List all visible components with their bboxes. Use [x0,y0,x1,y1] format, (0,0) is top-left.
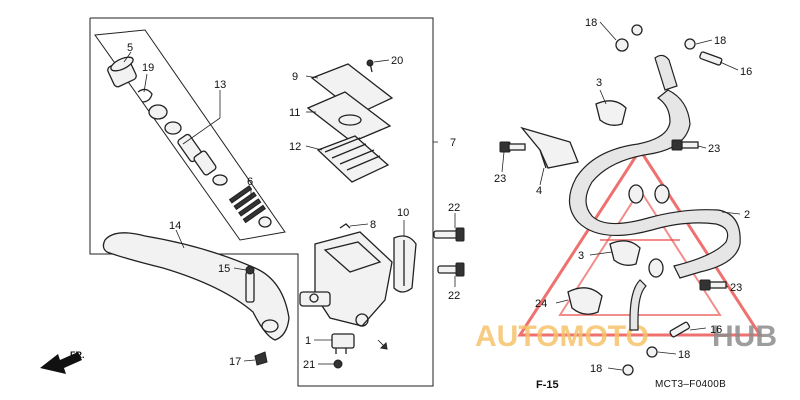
label-part-3-upper: 3 [596,77,602,89]
brake-lever [102,232,290,366]
label-part-13: 13 [214,79,226,91]
diagram-code: MCT3–F0400B [655,379,726,390]
section-reference: F-15 [536,379,559,391]
label-part-20: 20 [391,55,403,67]
label-part-12: 12 [289,141,301,153]
master-cylinder-frame [89,17,434,387]
label-part-18-top: 18 [585,17,597,29]
label-part-18-bottom: 18 [590,363,602,375]
label-part-18-lower-right: 18 [678,349,690,361]
label-part-23-lower: 23 [730,282,742,294]
label-part-5: 5 [127,42,133,54]
front-marker-label: FR. [70,350,85,360]
hose-clips [520,100,641,315]
label-part-9: 9 [292,71,298,83]
label-part-4: 4 [536,185,542,197]
lever-clamp [393,227,465,293]
piston-kit [107,56,272,228]
label-part-3-lower: 3 [578,250,584,262]
brake-light-switch [331,333,388,369]
label-part-17: 17 [229,356,241,368]
label-part-7: 7 [450,137,456,149]
label-part-2: 2 [744,209,750,221]
label-part-10: 10 [397,207,409,219]
hose-bolts [499,139,727,291]
label-part-23-left: 23 [494,173,506,185]
watermark-text-hub: HUB [712,320,777,353]
master-cylinder-body [299,223,393,327]
piston-kit-frame [94,29,286,241]
reservoir-cap-stack [306,59,394,183]
front-arrow-icon [40,352,82,374]
watermark-logo: AUTOMOTO HUB [475,147,777,353]
label-part-21: 21 [303,359,315,371]
label-part-11: 11 [289,107,300,119]
label-part-22-lower: 22 [448,290,460,302]
part-labels: 5 19 13 6 9 20 11 12 7 8 10 22 22 14 15 … [127,17,752,375]
label-part-24: 24 [535,298,547,310]
label-part-1: 1 [305,335,311,347]
label-part-16-upper: 16 [740,66,752,78]
label-part-8: 8 [370,219,376,231]
label-part-19: 19 [142,62,154,74]
brake-hose-assembly [568,24,741,376]
leader-lines [123,21,741,371]
watermark-text-automoto: AUTOMOTO [475,320,649,353]
label-part-22-upper: 22 [448,202,460,214]
front-direction-marker: FR. [40,350,85,374]
label-part-6: 6 [247,176,253,188]
label-part-15: 15 [218,263,230,275]
label-part-18-upper-right: 18 [714,35,726,47]
label-part-14: 14 [169,220,181,232]
label-part-23-right: 23 [708,143,720,155]
label-part-16-lower: 16 [710,324,722,336]
